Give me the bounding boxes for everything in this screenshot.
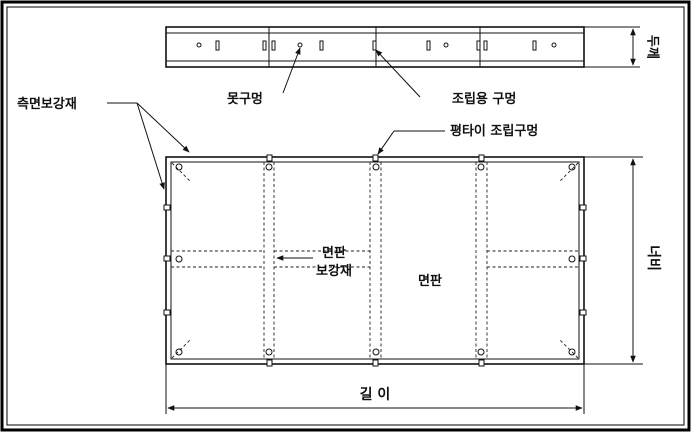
assembly-slots-top xyxy=(215,40,537,51)
panel-outline xyxy=(165,156,585,365)
length-dimension: 길 이 xyxy=(165,364,585,414)
flat-tie-holes xyxy=(175,163,576,356)
inner-border xyxy=(6,6,685,426)
width-label: 너비 xyxy=(645,245,661,271)
nail-hole-label: 못구멍 xyxy=(227,91,263,107)
edge-notches xyxy=(163,154,587,367)
panel-label: 면판 xyxy=(418,273,442,289)
nail-holes-top xyxy=(196,42,557,48)
horizontal-stiffeners xyxy=(171,250,579,268)
width-dimension: 너비 xyxy=(584,156,661,365)
assembly-hole-label: 조립용 구멍 xyxy=(452,91,516,107)
top-view-outline xyxy=(165,26,585,68)
side-stiffener-leaders xyxy=(107,102,190,190)
vertical-stiffeners xyxy=(263,162,488,359)
length-label: 길 이 xyxy=(360,386,391,403)
top-leaders xyxy=(282,47,421,98)
flat-tie-hole-label: 평타이 조립구멍 xyxy=(450,123,538,139)
thickness-dimension: 두께 xyxy=(584,26,660,68)
flat-tie-leader xyxy=(377,130,445,155)
thickness-label: 두께 xyxy=(645,35,660,59)
panel-stiffener-label-1: 면판 xyxy=(322,245,346,261)
top-view xyxy=(165,26,585,68)
panel-stiffener-label-2: 보강재 xyxy=(316,263,352,279)
front-view xyxy=(163,154,587,367)
side-stiffener-label: 측면보강재 xyxy=(17,96,77,112)
corner-braces xyxy=(171,162,579,359)
